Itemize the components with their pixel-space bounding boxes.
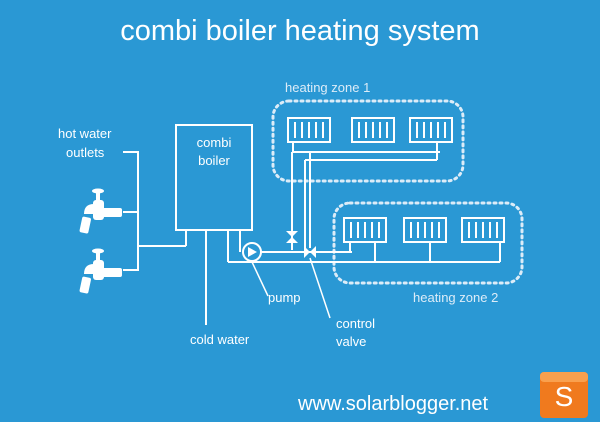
diagram-title: combi boiler heating system [120, 15, 479, 47]
radiator-icon [351, 117, 395, 143]
pump-icon [242, 242, 262, 262]
radiator-icon [403, 217, 447, 243]
pump-label: pump [268, 290, 301, 305]
hot-water-outlets-label-line1: hot water [58, 126, 112, 141]
heating-zone-1-label: heating zone 1 [285, 80, 370, 95]
boiler-label-line2: boiler [198, 153, 230, 168]
hot-water-outlets-label-line2: outlets [66, 145, 105, 160]
radiator-icon [461, 217, 505, 243]
radiator-icon [343, 217, 387, 243]
control-valve-icon [286, 231, 298, 243]
tap-icon [79, 248, 122, 294]
heating-zone-2-outline [332, 201, 524, 285]
zone-2-pipes [227, 230, 501, 263]
control-valve-icon [304, 246, 316, 258]
heating-zone-2-label: heating zone 2 [413, 290, 498, 305]
combi-boiler-box [175, 124, 253, 231]
control-valve-pointer [309, 257, 331, 319]
radiator-icon [409, 117, 453, 143]
cold-water-label: cold water [190, 332, 250, 347]
tap-icon [79, 188, 122, 234]
logo-letter: S [555, 381, 574, 412]
control-valve-label-line2: valve [336, 334, 366, 349]
radiator-icon [287, 117, 331, 143]
solarblogger-logo: S [540, 372, 588, 418]
pump-pointer [251, 261, 269, 297]
boiler-label-line1: combi [197, 135, 232, 150]
control-valve-label-line1: control [336, 316, 375, 331]
heating-zone-1-outline [271, 99, 465, 183]
footer-url: www.solarblogger.net [297, 393, 489, 415]
hot-water-pipes [123, 151, 187, 271]
